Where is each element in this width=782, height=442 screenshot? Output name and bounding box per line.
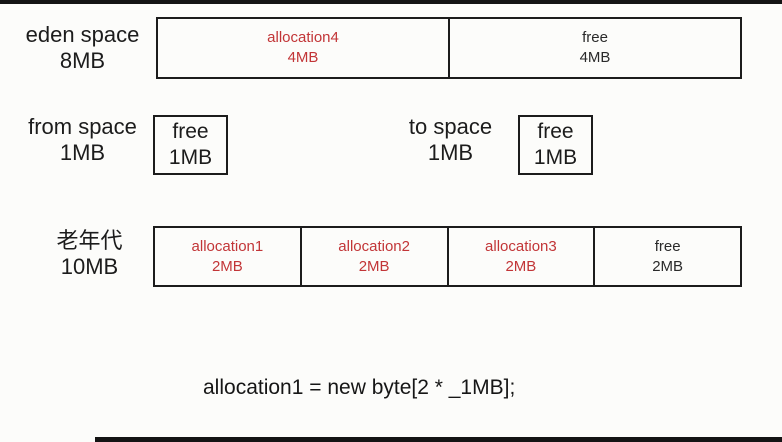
segment-name: free <box>172 120 209 143</box>
eden-space-label-size: 8MB <box>59 48 106 73</box>
segment-name: allocation3 <box>485 237 557 255</box>
segment-size: 1MB <box>533 146 578 169</box>
to-space-label-size: 1MB <box>427 140 474 165</box>
old-gen-segment-allocation1: allocation1 2MB <box>155 228 300 285</box>
segment-size: 2MB <box>652 257 684 275</box>
from-space-segment-free: free 1MB <box>155 117 226 173</box>
to-space-segment-free: free 1MB <box>520 117 591 173</box>
code-line: allocation1 = new byte[2 * _1MB]; <box>203 376 516 399</box>
segment-name: allocation4 <box>267 29 339 46</box>
top-letterbox-bar <box>0 0 782 4</box>
segment-name: allocation2 <box>338 237 410 255</box>
old-gen-label-size: 10MB <box>60 254 119 279</box>
segment-name: free <box>654 237 681 255</box>
bottom-letterbox-bar <box>95 437 782 442</box>
segment-size: 2MB <box>505 257 537 275</box>
segment-name: free <box>537 120 574 143</box>
segment-size: 4MB <box>287 49 319 66</box>
from-space-label: from space 1MB <box>15 114 150 166</box>
eden-segment-allocation4: allocation4 4MB <box>158 19 448 77</box>
segment-size: 1MB <box>168 146 213 169</box>
from-space-label-name: from space <box>28 114 137 139</box>
to-space-label: to space 1MB <box>383 114 518 166</box>
old-gen-box: allocation1 2MB allocation2 2MB allocati… <box>153 226 742 287</box>
segment-size: 2MB <box>358 257 390 275</box>
segment-name: allocation1 <box>191 237 264 255</box>
eden-space-label: eden space 8MB <box>15 22 150 74</box>
old-gen-segment-allocation3: allocation3 2MB <box>446 228 594 285</box>
eden-space-label-name: eden space <box>25 22 140 47</box>
segment-size: 2MB <box>211 257 243 275</box>
old-gen-segment-allocation2: allocation2 2MB <box>299 228 447 285</box>
segment-size: 4MB <box>579 49 611 66</box>
from-space-box: free 1MB <box>153 115 228 175</box>
to-space-box: free 1MB <box>518 115 593 175</box>
eden-segment-free: free 4MB <box>448 19 740 77</box>
code-listing: allocation1 = new byte[2 * _1MB]; alloca… <box>203 323 515 442</box>
segment-name: free <box>582 29 608 46</box>
from-space-label-size: 1MB <box>59 140 106 165</box>
eden-space-box: allocation4 4MB free 4MB <box>156 17 742 79</box>
to-space-label-name: to space <box>408 114 493 139</box>
old-gen-segment-free: free 2MB <box>593 228 740 285</box>
old-gen-label-name: 老年代 <box>56 228 123 253</box>
old-gen-label: 老年代 10MB <box>22 228 157 280</box>
